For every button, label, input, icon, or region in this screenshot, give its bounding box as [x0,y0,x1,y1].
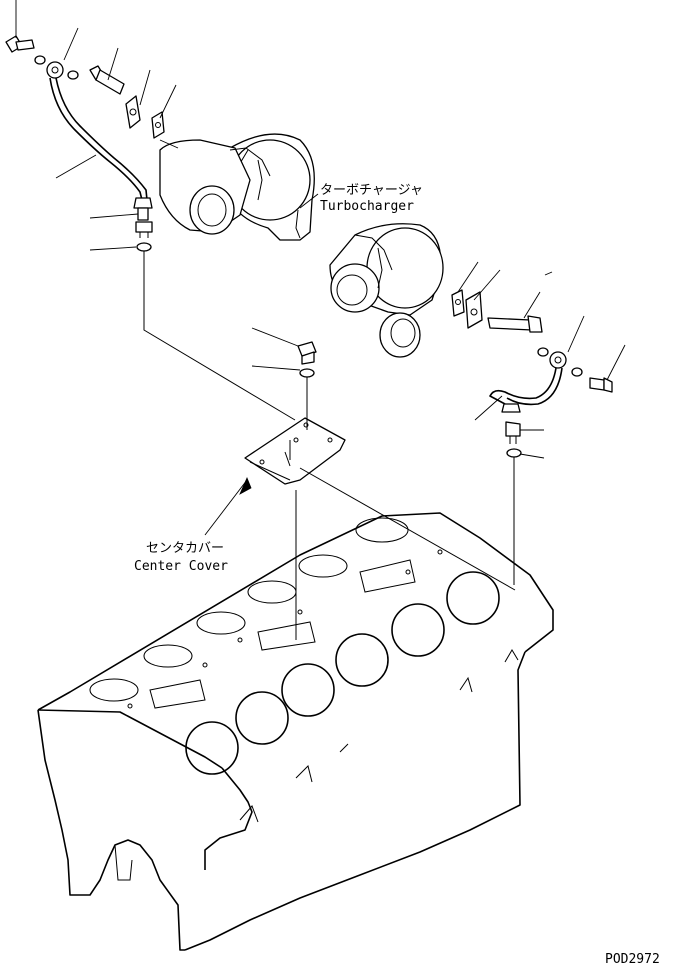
bolt-right-top [589,377,613,393]
engine-block [37,512,554,951]
banjo-fitting-left [46,61,64,79]
center-cover [244,417,346,485]
center-washer [299,368,315,378]
leader-lines [15,0,626,459]
washer-left-top [34,55,46,65]
plate-inlet-left [151,111,165,139]
cylinder-bores [89,517,409,702]
assembly-lines [143,251,516,640]
connector-right [501,403,521,413]
oil-pipe-right [489,367,557,405]
side-bores [185,571,500,775]
center-bolt [297,341,317,365]
washer-left-2 [67,70,79,80]
bolt-left-middle [89,65,125,95]
turbocharger-right [329,223,444,358]
washer-right-2 [571,367,583,377]
center-cover-label-jp: センタカバー [146,541,224,556]
gasket-inlet-left [125,95,141,129]
oil-pipe-left [49,77,143,201]
banjo-fitting-right [549,351,567,369]
washer-left-bottom [136,242,152,252]
bolt-left-top [5,35,35,53]
plate-inlet-right [465,291,483,329]
bolt-right-middle [487,315,543,333]
gasket-inlet-right [451,289,465,317]
elbow-right [505,421,521,444]
center-cover-callout [204,476,252,536]
washer-right-1 [537,347,549,357]
washer-right-bottom [506,448,522,458]
elbow-left [135,221,153,238]
right-oil-line-assembly [451,289,613,458]
turbocharger-label-jp: ターボチャージャ [320,183,423,198]
turbocharger-left [159,133,315,241]
center-cover-label-en: Center Cover [134,559,228,574]
connector-left [133,197,153,221]
turbocharger-label-en: Turbocharger [320,199,414,214]
left-oil-line-assembly [5,35,165,252]
drawing-number: POD2972 [605,952,660,967]
